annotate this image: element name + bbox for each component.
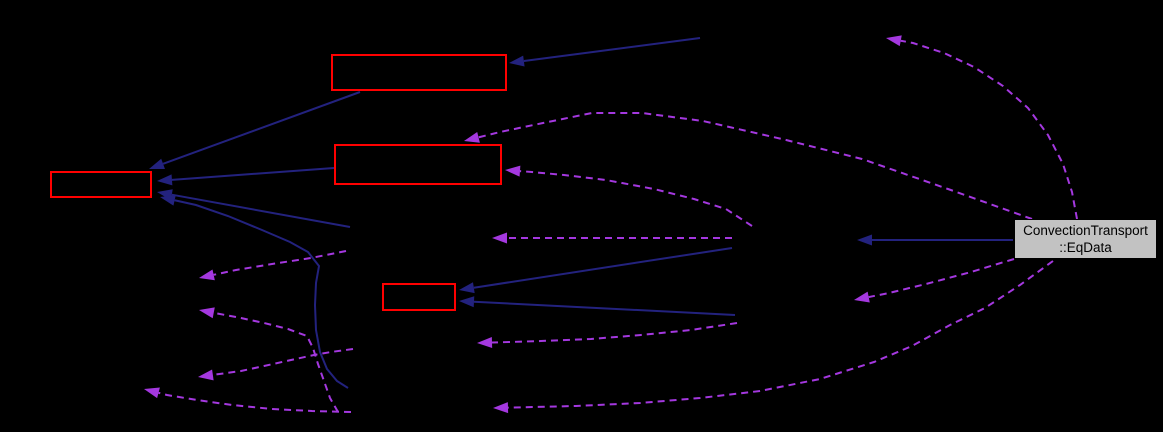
edge-dashed-to-center-low: [477, 322, 738, 349]
edge-solid-curve-to-left-box-arrowhead: [160, 194, 176, 206]
edge-dashed-to-midbox-right: [505, 165, 753, 227]
edge-dashed-eqdata-bottom-arc-arrowhead: [493, 402, 509, 414]
graph-node-middle[interactable]: [334, 144, 502, 185]
edge-dashed-to-midbox-right-arrowhead: [505, 165, 521, 177]
current-class-name-line1: ConvectionTransport: [1023, 223, 1148, 238]
edge-dashed-to-center-low-arrowhead: [477, 337, 493, 349]
graph-node-small[interactable]: [382, 283, 456, 311]
edge-dashed-eqdata-top-arc-arrowhead: [886, 35, 902, 47]
edge-solid-topbox-to-left-box-arrowhead: [149, 158, 165, 170]
edge-solid-to-small-box-lower-arrowhead: [459, 296, 475, 308]
graph-node-left[interactable]: [50, 171, 152, 198]
edge-dashed-left-upper: [199, 250, 347, 281]
edge-dashed-eqdata-to-midbox-top-arrowhead: [464, 132, 480, 143]
edge-dashed-left-middle: [199, 307, 339, 413]
edge-dashed-left-lower: [198, 348, 354, 381]
edge-dashed-eqdata-bottom-arc: [493, 260, 1054, 414]
edge-dashed-eqdata-short: [854, 258, 1015, 303]
edge-dashed-horizontal-center-arrowhead: [492, 232, 507, 244]
edge-dashed-bottom-left: [144, 387, 352, 413]
edge-solid-midbox-to-left-box: [157, 167, 335, 186]
edge-solid-to-top-box: [509, 37, 701, 67]
edge-solid-to-small-box-upper: [459, 247, 733, 294]
edge-dashed-left-middle-arrowhead: [199, 307, 215, 319]
edge-dashed-eqdata-top-arc: [886, 35, 1078, 220]
edge-solid-topbox-to-left-box: [149, 91, 361, 170]
edge-solid-to-small-box-lower: [459, 296, 736, 316]
edge-dashed-horizontal-center: [492, 232, 732, 244]
edge-solid-curve-to-left-box: [160, 194, 349, 389]
edge-dashed-left-lower-arrowhead: [198, 369, 214, 381]
current-class-node: ConvectionTransport ::EqData: [1014, 219, 1157, 259]
edge-dashed-bottom-left-arrowhead: [144, 387, 160, 399]
edge-solid-mid-to-left-box: [157, 189, 351, 228]
edge-dashed-left-upper-arrowhead: [199, 269, 215, 281]
edge-solid-to-small-box-upper-arrowhead: [459, 282, 475, 294]
edge-solid-to-top-box-arrowhead: [509, 55, 525, 67]
edge-solid-from-eqdata-left-arrowhead: [857, 234, 872, 246]
edge-dashed-eqdata-to-midbox-top: [464, 112, 1033, 220]
current-class-name-line2: ::EqData: [1059, 240, 1112, 255]
edge-dashed-eqdata-short-arrowhead: [854, 291, 870, 303]
graph-node-top[interactable]: [331, 54, 507, 91]
edge-solid-from-eqdata-left: [857, 234, 1013, 246]
edge-solid-midbox-to-left-box-arrowhead: [157, 174, 173, 186]
